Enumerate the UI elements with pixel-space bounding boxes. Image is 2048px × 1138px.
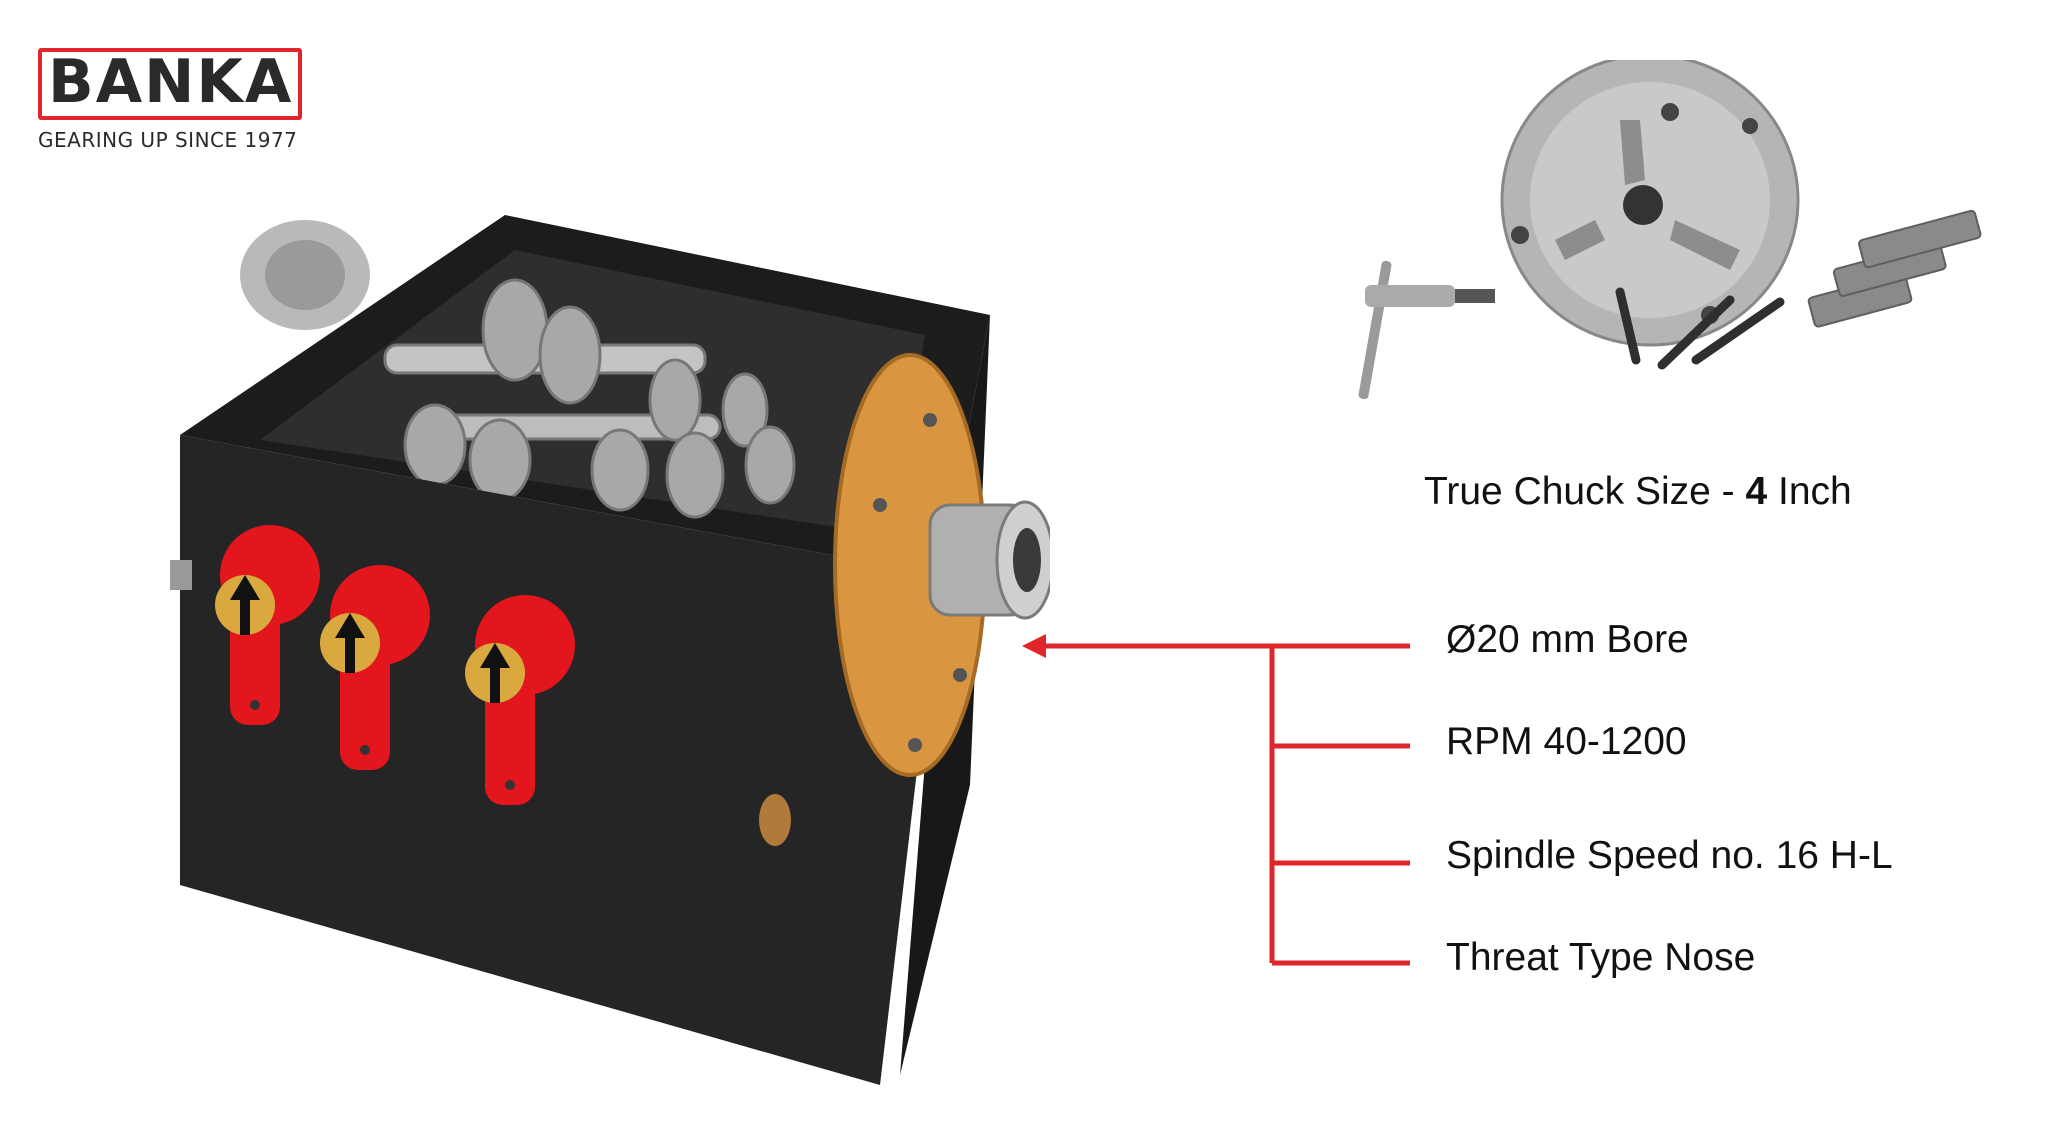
spec-rpm: RPM 40-1200 <box>1446 720 1687 763</box>
logo-frame <box>38 48 302 120</box>
speed-lever-1 <box>215 525 320 725</box>
logo-wordmark: BANKA <box>48 47 294 117</box>
spindle-nose <box>928 500 1050 620</box>
chuck-key <box>1358 260 1495 400</box>
headstock-gearbox-illustration <box>170 215 1050 1085</box>
spec-nose-type: Threat Type Nose <box>1446 936 1756 979</box>
speed-lever-3 <box>465 595 575 805</box>
chuck-caption-suffix: Inch <box>1767 470 1852 513</box>
shaft-stub <box>170 560 192 590</box>
gear-train <box>383 278 796 519</box>
chuck-caption-size: 4 <box>1745 470 1768 513</box>
brand-logo: BANKA GEARING UP SINCE 1977 <box>38 48 308 158</box>
spec-spindle-speed: Spindle Speed no. 16 H-L <box>1446 834 1893 877</box>
speed-lever-2 <box>320 565 430 770</box>
spare-jaws <box>1807 209 1982 328</box>
oil-plug <box>759 794 791 846</box>
chuck-size-caption: True Chuck Size - 4 Inch <box>1424 470 1852 514</box>
chuck-caption-prefix: True Chuck Size - <box>1424 470 1746 513</box>
logo-tagline: GEARING UP SINCE 1977 <box>38 128 298 152</box>
spec-bore: Ø20 mm Bore <box>1446 618 1689 661</box>
mounting-bolts <box>1615 287 1785 370</box>
three-jaw-chuck <box>1500 60 1800 347</box>
chuck-illustration <box>1358 60 1982 400</box>
